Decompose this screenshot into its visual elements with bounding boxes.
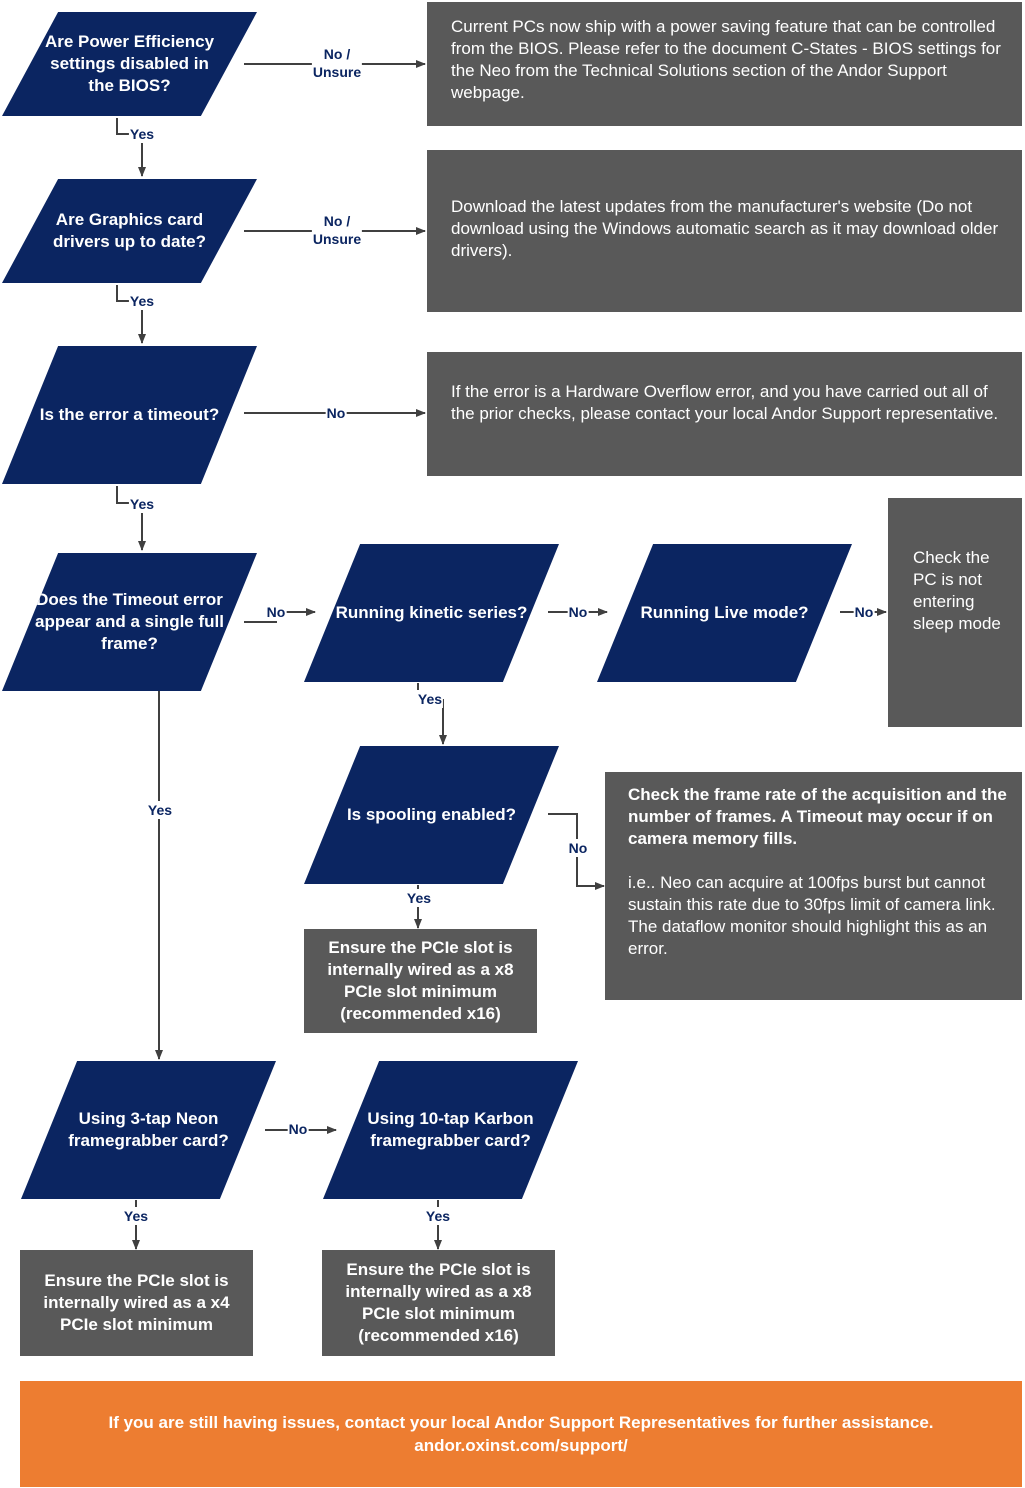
decision-error-timeout-text: Is the error a timeout?: [39, 405, 220, 424]
outcome-pcie-x8-spooling-text: Ensure the PCIe slot is internally wired…: [327, 938, 514, 1023]
support-footer: If you are still having issues, contact …: [20, 1381, 1022, 1487]
outcome-hardware-overflow: If the error is a Hardware Overflow erro…: [427, 352, 1022, 476]
label-kinetic-no: No: [567, 603, 589, 621]
outcome-pcie-x4-neon: Ensure the PCIe slot is internally wired…: [20, 1250, 253, 1356]
outcome-sleep-mode: Check the PC is not entering sleep mode: [888, 498, 1022, 727]
label-spooling-no: No: [567, 839, 589, 857]
outcome-sleep-mode-text: Check the PC is not entering sleep mode: [913, 548, 1001, 633]
outcome-frame-rate-detail: i.e.. Neo can acquire at 100fps burst bu…: [628, 873, 996, 958]
label-single-frame-yes: Yes: [146, 801, 174, 819]
label-power-no: No / Unsure: [311, 45, 363, 81]
label-timeout-yes: Yes: [128, 495, 156, 513]
decision-power-efficiency-text: Are Power Efficiency settings disabled i…: [44, 32, 215, 95]
decision-karbon-framegrabber-text: Using 10-tap Karbon framegrabber card?: [367, 1109, 534, 1150]
outcome-graphics-drivers: Download the latest updates from the man…: [427, 150, 1022, 312]
decision-graphics-drivers-text: Are Graphics card drivers up to date?: [52, 210, 207, 251]
outcome-frame-rate-heading: Check the frame rate of the acquisition …: [628, 785, 1007, 848]
label-neon-no: No: [287, 1120, 309, 1138]
footer-support-link[interactable]: andor.oxinst.com/support/: [414, 1436, 628, 1455]
outcome-pcie-x8-spooling: Ensure the PCIe slot is internally wired…: [304, 929, 537, 1033]
label-live-no: No: [853, 603, 875, 621]
label-timeout-no: No: [325, 404, 347, 422]
outcome-power-efficiency-text: Current PCs now ship with a power saving…: [451, 17, 1001, 102]
label-kinetic-yes: Yes: [416, 690, 444, 708]
outcome-graphics-drivers-text: Download the latest updates from the man…: [451, 197, 999, 260]
label-single-frame-no: No: [265, 603, 287, 621]
label-graphics-yes: Yes: [128, 292, 156, 310]
label-power-yes: Yes: [128, 125, 156, 143]
footer-message: If you are still having issues, contact …: [108, 1413, 934, 1432]
decision-spooling-enabled-text: Is spooling enabled?: [346, 805, 517, 824]
outcome-hardware-overflow-text: If the error is a Hardware Overflow erro…: [451, 382, 999, 423]
decision-kinetic-series-text: Running kinetic series?: [335, 603, 528, 622]
outcome-frame-rate: Check the frame rate of the acquisition …: [605, 772, 1022, 1000]
label-graphics-no: No / Unsure: [311, 212, 363, 248]
label-spooling-yes: Yes: [405, 889, 433, 907]
decision-neon-framegrabber-text: Using 3-tap Neon framegrabber card?: [68, 1109, 229, 1150]
label-karbon-yes: Yes: [424, 1207, 452, 1225]
outcome-pcie-x8-karbon: Ensure the PCIe slot is internally wired…: [322, 1250, 555, 1356]
decision-live-mode-text: Running Live mode?: [640, 603, 809, 622]
outcome-pcie-x8-karbon-text: Ensure the PCIe slot is internally wired…: [345, 1260, 532, 1345]
outcome-power-efficiency: Current PCs now ship with a power saving…: [427, 2, 1022, 126]
decision-single-full-frame-text: Does the Timeout error appear and a sing…: [35, 590, 224, 653]
outcome-pcie-x4-neon-text: Ensure the PCIe slot is internally wired…: [43, 1271, 230, 1334]
label-neon-yes: Yes: [122, 1207, 150, 1225]
